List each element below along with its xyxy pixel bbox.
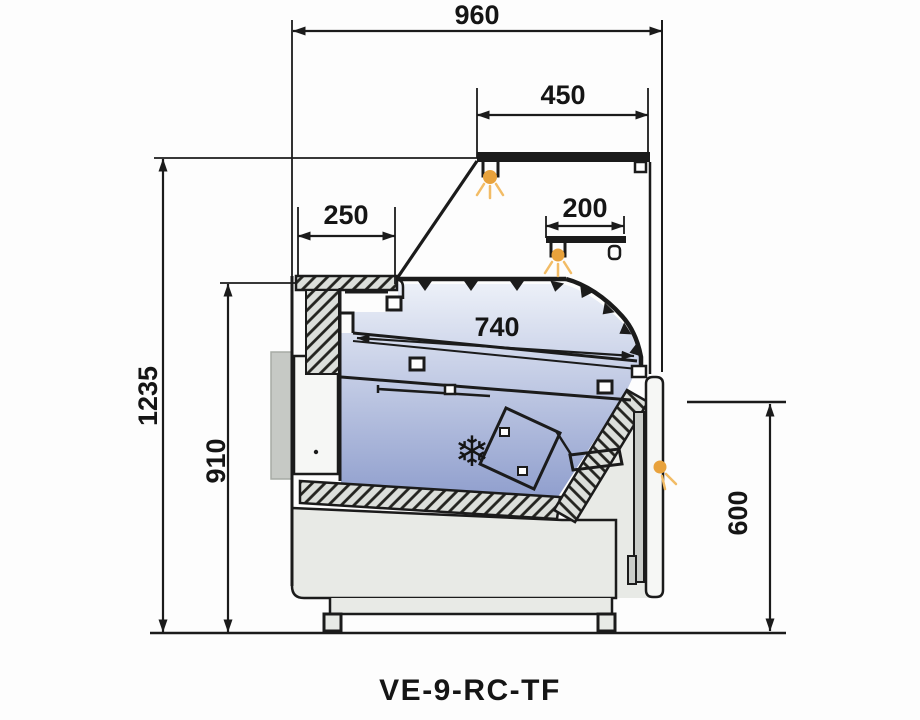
shelf-hook — [607, 244, 622, 261]
dim-deck-depth: 740 — [474, 312, 519, 342]
insulation-rear-wall — [305, 289, 340, 375]
dimension-lines — [150, 20, 786, 635]
insulation-hatching — [294, 274, 650, 524]
insulation-bottom — [298, 479, 562, 521]
foot-left — [322, 612, 343, 633]
front-cladding — [627, 364, 665, 599]
rear-outer-trim — [270, 351, 293, 480]
snowflake-icon: ❄ — [454, 428, 489, 475]
base-cabinet — [290, 506, 618, 600]
front-lamp-icon — [653, 460, 678, 491]
evaporator-unit — [478, 406, 624, 491]
insulation-top-band — [294, 274, 399, 292]
shelf — [546, 236, 626, 243]
foot-right — [596, 612, 617, 633]
dim-rear-counter-depth: 250 — [323, 200, 368, 230]
plinth — [328, 598, 614, 616]
lamps — [475, 170, 678, 491]
panel-screw — [313, 449, 319, 455]
dim-front-height: 600 — [723, 490, 753, 535]
dim-total-height: 1235 — [133, 366, 163, 426]
rear-glass — [396, 160, 479, 278]
canopy — [477, 152, 650, 162]
canopy-end-bracket — [633, 160, 648, 174]
dim-total-depth: 960 — [454, 0, 499, 30]
dim-shelf-depth: 200 — [562, 193, 607, 223]
shelf-lamp-icon — [543, 248, 573, 278]
dim-worktop-height: 910 — [201, 438, 231, 483]
model-label: VE-9-RC-TF — [379, 674, 561, 707]
dimension-labels: 960 450 250 200 740 1235 910 600 — [133, 0, 753, 536]
dim-canopy-depth: 450 — [540, 80, 585, 110]
canopy-lamp-icon — [475, 170, 505, 200]
